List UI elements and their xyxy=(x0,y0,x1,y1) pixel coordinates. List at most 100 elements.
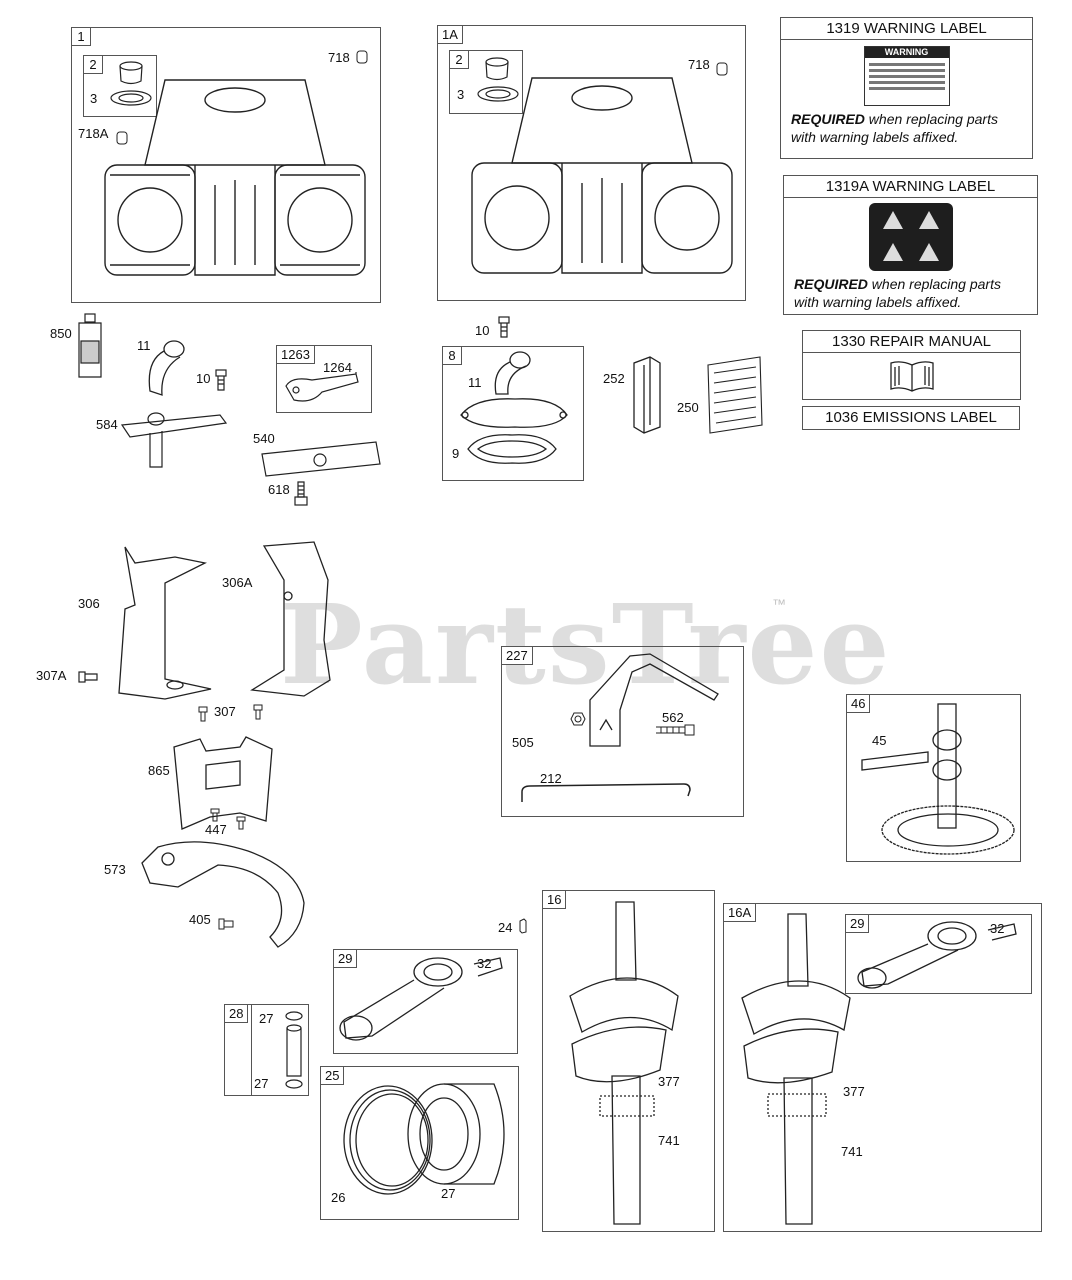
link-rod-212-drawing[interactable] xyxy=(518,778,694,804)
bushing-drawing[interactable] xyxy=(118,61,144,85)
nut-505-drawing[interactable] xyxy=(570,712,586,726)
callout-306A[interactable]: 306A xyxy=(222,575,253,590)
callout-505[interactable]: 505 xyxy=(512,735,534,750)
callout-24[interactable]: 24 xyxy=(498,920,513,935)
group-8-tag[interactable]: 8 xyxy=(442,346,462,365)
callout-10-a[interactable]: 10 xyxy=(196,371,211,386)
screen-250-drawing[interactable] xyxy=(704,355,766,435)
emissions-label-box[interactable]: 1036 EMISSIONS LABEL xyxy=(802,406,1020,430)
callout-741-a[interactable]: 741 xyxy=(658,1133,680,1148)
callout-27-a[interactable]: 27 xyxy=(259,1011,274,1026)
connecting-rod-29b-drawing[interactable] xyxy=(848,916,1026,992)
callout-307A[interactable]: 307A xyxy=(36,668,67,683)
callout-3-b[interactable]: 3 xyxy=(457,87,465,102)
screw-10-drawing[interactable] xyxy=(214,369,228,391)
callout-540[interactable]: 540 xyxy=(253,431,275,446)
callout-718-a[interactable]: 718 xyxy=(328,50,350,65)
callout-865[interactable]: 865 xyxy=(148,763,170,778)
crankshaft-16A-drawing[interactable] xyxy=(732,912,872,1226)
piston-pin-drawing[interactable] xyxy=(282,1010,306,1090)
connecting-rod-29a-drawing[interactable] xyxy=(334,952,518,1052)
breather-cover-drawing[interactable] xyxy=(455,395,573,431)
group-29b-tag[interactable]: 29 xyxy=(845,914,870,933)
gasket-540-drawing[interactable] xyxy=(258,438,382,482)
screw-307A-drawing[interactable] xyxy=(78,670,98,684)
key-24-drawing[interactable] xyxy=(518,918,528,934)
gasket-9-drawing[interactable] xyxy=(462,431,562,467)
callout-718-b[interactable]: 718 xyxy=(688,57,710,72)
callout-26[interactable]: 26 xyxy=(331,1190,346,1205)
callout-3-a[interactable]: 3 xyxy=(90,91,98,106)
seal-drawing[interactable] xyxy=(109,89,153,107)
callout-10-b[interactable]: 10 xyxy=(475,323,490,338)
cylinder-block-1A-drawing[interactable] xyxy=(462,63,742,293)
group-227-tag[interactable]: 227 xyxy=(501,646,533,665)
shroud-306A-drawing[interactable] xyxy=(244,540,334,702)
group-1A-tag[interactable]: 1A xyxy=(437,25,463,44)
callout-447[interactable]: 447 xyxy=(205,822,227,837)
screw-447a-drawing[interactable] xyxy=(210,808,220,822)
callout-405[interactable]: 405 xyxy=(189,912,211,927)
group-29a-tag[interactable]: 29 xyxy=(333,949,358,968)
bushing-1A-drawing[interactable] xyxy=(484,57,510,81)
callout-584[interactable]: 584 xyxy=(96,417,118,432)
callout-32-a[interactable]: 32 xyxy=(477,956,492,971)
camshaft-gear-drawing[interactable] xyxy=(858,700,1018,858)
callout-212[interactable]: 212 xyxy=(540,771,562,786)
dowel-pin-718A-drawing[interactable] xyxy=(116,131,128,145)
callout-618[interactable]: 618 xyxy=(268,482,290,497)
dowel-pin-1A-drawing[interactable] xyxy=(716,62,728,76)
blower-housing-573-drawing[interactable] xyxy=(138,833,310,951)
screw-562-drawing[interactable] xyxy=(655,724,695,736)
callout-11-b[interactable]: 11 xyxy=(468,375,482,390)
group-28-tag[interactable]: 28 xyxy=(224,1004,249,1023)
callout-377-b[interactable]: 377 xyxy=(843,1084,865,1099)
dowel-pin-drawing[interactable] xyxy=(356,50,368,64)
bracket-227-drawing[interactable] xyxy=(570,650,722,750)
shroud-306-drawing[interactable] xyxy=(105,543,215,703)
group-16A-tag[interactable]: 16A xyxy=(723,903,757,922)
elbow-11b-drawing[interactable] xyxy=(484,350,534,396)
screw-405-drawing[interactable] xyxy=(218,918,234,930)
plate-865-drawing[interactable] xyxy=(170,735,276,831)
callout-1264[interactable]: 1264 xyxy=(323,360,352,375)
crankshaft-16-drawing[interactable] xyxy=(560,900,700,1226)
sealant-tube-drawing[interactable] xyxy=(75,313,105,379)
callout-9[interactable]: 9 xyxy=(452,446,460,461)
group-46-tag[interactable]: 46 xyxy=(846,694,871,713)
filter-252-drawing[interactable] xyxy=(630,355,664,435)
callout-718A[interactable]: 718A xyxy=(78,126,109,141)
callout-45[interactable]: 45 xyxy=(872,733,887,748)
callout-252[interactable]: 252 xyxy=(603,371,625,386)
screw-618-drawing[interactable] xyxy=(294,481,308,507)
link-1264-drawing[interactable] xyxy=(282,372,362,406)
callout-27-b[interactable]: 27 xyxy=(254,1076,269,1091)
group-1-tag[interactable]: 1 xyxy=(71,27,91,46)
piston-rings-drawing[interactable] xyxy=(338,1080,438,1198)
screw-10b-drawing[interactable] xyxy=(497,316,511,338)
callout-377-a[interactable]: 377 xyxy=(658,1074,680,1089)
cylinder-block-1-drawing[interactable] xyxy=(95,65,375,295)
callout-562[interactable]: 562 xyxy=(662,710,684,725)
group-2a-tag[interactable]: 2 xyxy=(83,55,103,74)
callout-250[interactable]: 250 xyxy=(677,400,699,415)
piston-drawing[interactable] xyxy=(404,1074,516,1194)
callout-306[interactable]: 306 xyxy=(78,596,100,611)
callout-573[interactable]: 573 xyxy=(104,862,126,877)
repair-manual-box[interactable]: 1330 REPAIR MANUAL xyxy=(802,330,1021,400)
screw-307a-drawing[interactable] xyxy=(198,706,208,722)
screw-307b-drawing[interactable] xyxy=(253,704,263,720)
callout-11-a[interactable]: 11 xyxy=(137,338,151,353)
callout-27-c[interactable]: 27 xyxy=(441,1186,456,1201)
callout-307[interactable]: 307 xyxy=(214,704,236,719)
warning-label-1319-box[interactable]: 1319 WARNING LABEL WARNING REQUIRED when… xyxy=(780,17,1033,159)
elbow-11-drawing[interactable] xyxy=(136,339,188,399)
callout-850[interactable]: 850 xyxy=(50,326,72,341)
callout-741-b[interactable]: 741 xyxy=(841,1144,863,1159)
warning-label-1319A-box[interactable]: 1319A WARNING LABEL REQUIRED when replac… xyxy=(783,175,1038,315)
group-1263-tag[interactable]: 1263 xyxy=(276,345,315,364)
screw-447b-drawing[interactable] xyxy=(236,816,246,830)
group-2b-tag[interactable]: 2 xyxy=(449,50,469,69)
governor-plate-584-drawing[interactable] xyxy=(120,405,228,471)
group-25-tag[interactable]: 25 xyxy=(320,1066,345,1085)
